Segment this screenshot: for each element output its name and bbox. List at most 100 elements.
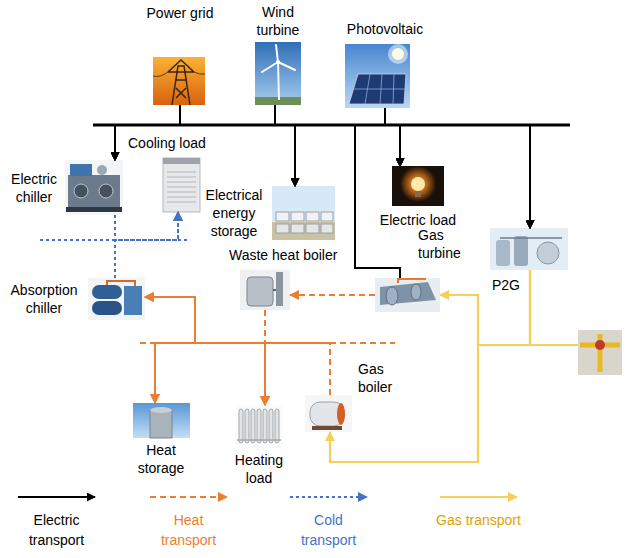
electric-load-icon bbox=[400, 166, 436, 202]
wind-turbine-node: Wind turbine bbox=[255, 42, 301, 105]
electric-connector bbox=[275, 105, 400, 166]
electric-chiller-node: Electric chiller bbox=[65, 160, 123, 215]
electric-connector bbox=[355, 125, 400, 278]
legend-sample bbox=[290, 496, 367, 498]
gas-turbine-node: Gas turbine bbox=[375, 278, 440, 312]
photovoltaic-icon bbox=[349, 74, 406, 104]
component-label: Heat storage bbox=[128, 441, 194, 477]
heating-load-icon bbox=[269, 409, 273, 443]
electric-connector bbox=[115, 125, 400, 278]
gas-source-icon bbox=[580, 334, 620, 372]
energy-storage-icon bbox=[272, 222, 335, 240]
component-label: Cooling load bbox=[128, 134, 214, 152]
waste-heat-boiler-icon bbox=[240, 270, 290, 310]
heat-storage-icon bbox=[150, 410, 172, 438]
heat-connector bbox=[145, 297, 265, 343]
component-label: Photovoltaic bbox=[338, 20, 432, 38]
legend-sample bbox=[290, 490, 370, 504]
electric-connector bbox=[385, 108, 400, 166]
p2g-node: P2G bbox=[490, 228, 568, 270]
absorption-chiller-icon bbox=[107, 281, 135, 286]
energy-storage-node: Electrical energy storage bbox=[272, 186, 335, 240]
photovoltaic-icon bbox=[345, 44, 410, 108]
p2g-icon bbox=[500, 237, 562, 239]
energy-storage-icon bbox=[321, 212, 333, 221]
gas-source-icon bbox=[578, 330, 622, 375]
heating-load-icon bbox=[239, 409, 243, 443]
electric-load-icon bbox=[411, 177, 425, 191]
electric-connector bbox=[275, 105, 530, 228]
photovoltaic-node: Photovoltaic bbox=[345, 44, 410, 108]
power-grid-icon bbox=[153, 57, 205, 105]
wind-turbine-icon bbox=[276, 60, 280, 64]
heat-connector bbox=[155, 343, 265, 405]
component-label: Absorption chiller bbox=[3, 281, 85, 317]
electric-chiller-icon bbox=[99, 184, 113, 198]
p2g-icon bbox=[496, 240, 510, 266]
energy-storage-icon bbox=[291, 212, 304, 221]
electric-connector bbox=[275, 105, 295, 186]
absorption-chiller-icon bbox=[92, 285, 122, 299]
heating-load-icon bbox=[235, 405, 283, 448]
component-label: Gas boiler bbox=[358, 360, 410, 396]
heating-load-icon bbox=[237, 439, 281, 441]
wind-turbine-icon bbox=[255, 42, 301, 105]
waste-heat-boiler-icon bbox=[240, 270, 290, 310]
energy-storage-icon bbox=[276, 212, 289, 221]
legend-sample bbox=[440, 496, 517, 498]
wind-turbine-icon bbox=[262, 45, 295, 72]
cooling-load-node: Cooling load bbox=[163, 158, 200, 212]
energy-storage-icon bbox=[306, 212, 319, 221]
legend-sample bbox=[440, 490, 520, 504]
gas-turbine-icon bbox=[380, 282, 436, 305]
component-label: Electrical energy storage bbox=[198, 186, 270, 240]
energy-storage-icon bbox=[306, 224, 319, 233]
electric-connector bbox=[115, 108, 385, 160]
gas-connector bbox=[440, 270, 530, 345]
absorption-chiller-icon bbox=[88, 278, 145, 320]
electric-chiller-icon bbox=[68, 175, 120, 207]
electric-load-node: Electric load bbox=[392, 166, 444, 206]
electric-chiller-icon bbox=[66, 207, 122, 212]
heat-connector bbox=[265, 343, 330, 405]
component-label: P2G bbox=[492, 276, 526, 294]
heat-connector bbox=[290, 294, 375, 296]
component-label: Electric chiller bbox=[4, 170, 64, 206]
heat-connector bbox=[145, 297, 330, 395]
gas-turbine-icon bbox=[386, 287, 398, 305]
wind-turbine-icon bbox=[278, 62, 279, 100]
heat-storage-node: Heat storage bbox=[133, 403, 190, 438]
heat-connector bbox=[145, 297, 195, 403]
component-label: Wind turbine bbox=[248, 3, 308, 39]
cold-connector bbox=[115, 212, 178, 240]
electric-chiller-icon bbox=[74, 184, 88, 198]
electric-connector bbox=[115, 105, 180, 160]
legend-sample bbox=[150, 496, 227, 498]
heat-connector bbox=[155, 343, 330, 403]
photovoltaic-icon bbox=[345, 44, 410, 108]
cooling-load-icon bbox=[163, 158, 200, 212]
power-grid-icon bbox=[153, 72, 205, 77]
gas-boiler-icon bbox=[337, 403, 345, 425]
waste-heat-boiler-icon bbox=[276, 272, 283, 306]
gas-boiler-node: Gas boiler bbox=[305, 395, 352, 432]
power-grid-icon bbox=[153, 57, 205, 105]
component-label: Heating load bbox=[228, 451, 290, 487]
electric-connector bbox=[295, 125, 530, 228]
gas-turbine-icon bbox=[411, 284, 421, 300]
waste-heat-boiler-icon bbox=[273, 289, 276, 291]
energy-storage-icon bbox=[291, 224, 304, 233]
heating-load-icon bbox=[251, 409, 255, 443]
electric-connector bbox=[295, 108, 385, 186]
energy-storage-icon bbox=[276, 224, 289, 233]
gas-boiler-icon bbox=[310, 402, 344, 426]
heating-load-icon bbox=[245, 409, 249, 443]
cold-connector bbox=[115, 212, 178, 278]
gas-turbine-icon bbox=[375, 278, 440, 312]
electric-chiller-icon bbox=[65, 160, 123, 215]
cooling-load-icon bbox=[163, 158, 200, 164]
p2g-icon bbox=[537, 242, 559, 264]
